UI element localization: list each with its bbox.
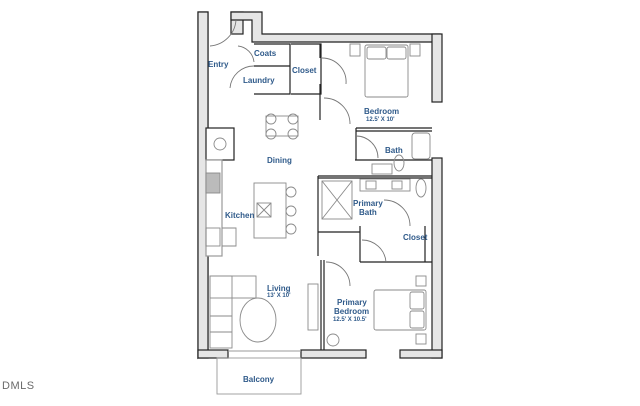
fan-icon bbox=[213, 137, 227, 151]
fridge-icon bbox=[205, 227, 221, 247]
bathtub-icon bbox=[411, 132, 431, 160]
room-label-laundry: Laundry bbox=[243, 76, 275, 85]
furniture bbox=[205, 43, 431, 395]
plant-icon bbox=[326, 333, 340, 347]
room-label-living: Living bbox=[267, 284, 291, 293]
kitchen-island bbox=[253, 182, 287, 239]
shower-icon bbox=[321, 180, 353, 220]
stove-icon bbox=[205, 172, 221, 194]
watermark: DMLS bbox=[2, 380, 35, 392]
sink-icon bbox=[256, 202, 272, 218]
room-dimensions-bedroom: 12.5' X 10' bbox=[366, 117, 395, 123]
room-label-primary-bedroom-1: Primary bbox=[337, 298, 367, 307]
balcony-outline bbox=[216, 357, 302, 395]
room-label-primary-bath-2: Bath bbox=[359, 208, 377, 217]
room-label-kitchen: Kitchen bbox=[225, 211, 255, 220]
room-label-primary-bath-1: Primary bbox=[353, 199, 383, 208]
room-dimensions-living: 13' X 10' bbox=[267, 293, 291, 299]
door-swings bbox=[209, 19, 411, 287]
room-label-closet-2: Closet bbox=[403, 233, 428, 242]
room-label-closet: Closet bbox=[292, 66, 317, 75]
bed-icon bbox=[373, 289, 427, 331]
room-dimensions-primary-bedroom: 12.5' X 10.5' bbox=[333, 317, 367, 323]
room-label-coats: Coats bbox=[254, 49, 277, 58]
room-label-balcony: Balcony bbox=[243, 375, 275, 384]
room-label-entry: Entry bbox=[208, 60, 229, 69]
toilet-icon bbox=[393, 154, 405, 172]
chair-icon bbox=[265, 113, 277, 125]
bed-icon bbox=[364, 44, 409, 98]
coffee-table-icon bbox=[239, 297, 277, 343]
room-label-bath: Bath bbox=[385, 146, 403, 155]
interior-walls bbox=[205, 43, 432, 350]
room-label-dining: Dining bbox=[267, 156, 292, 165]
room-label-bedroom: Bedroom bbox=[364, 107, 400, 116]
sofa-icon bbox=[209, 275, 233, 349]
room-label-primary-bedroom-2: Bedroom bbox=[334, 307, 370, 316]
exterior-walls bbox=[197, 11, 443, 360]
